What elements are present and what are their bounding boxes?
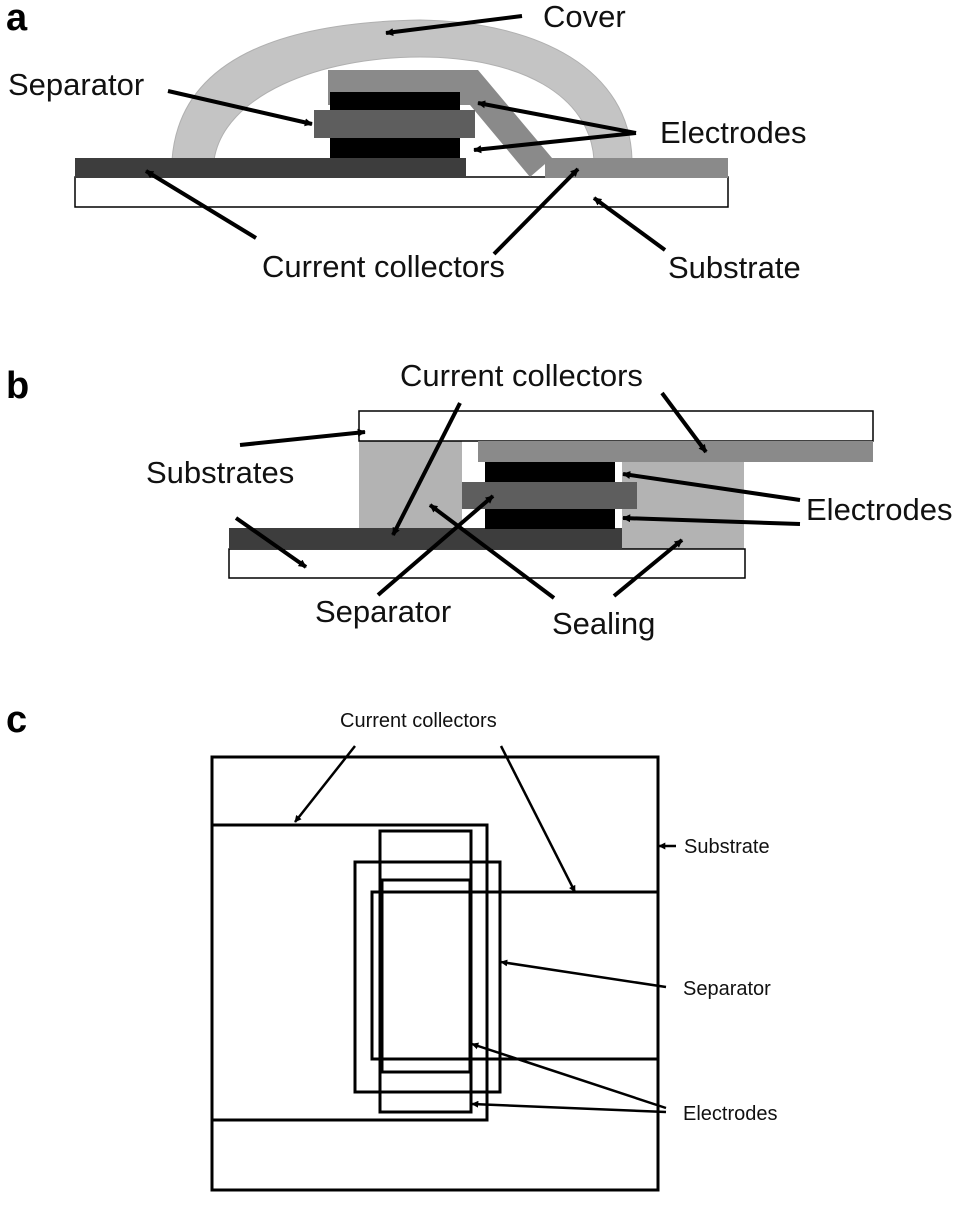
label-current-collectors-a: Current collectors [262,249,505,284]
panel-c-letter: c [6,699,27,741]
top-current-collector-b [478,441,873,462]
separator-a [314,110,475,138]
bottom-electrode-b [485,507,615,529]
panel-b-letter: b [6,365,29,407]
electrodes-arrow-b-1 [622,471,801,502]
current-collector-arrow-c-1 [294,745,356,823]
label-substrates-b: Substrates [146,455,294,490]
electrodes-arrow-b-2 [622,514,801,526]
current-collector-arrow-a-1 [144,169,258,240]
current-collector-arrow-c-2 [499,745,577,893]
substrate-arrow-a [592,196,667,252]
panel-c: c Current collectors Substrate Separator… [6,699,778,1192]
top-electrode-outline-c [378,829,473,1114]
cover-arrow [385,14,523,37]
label-electrodes-b: Electrodes [806,492,952,527]
label-substrate-a: Substrate [668,250,801,285]
panel-a: a Cover Separator Electrodes Current col… [6,0,806,285]
substrate-outline-c [210,755,660,1192]
label-electrodes-a: Electrodes [660,115,806,150]
sealing-arrow-b-1 [428,503,556,600]
left-current-collector-c [210,823,489,1122]
separator-outline-c [353,860,502,1094]
right-current-collector-c [370,890,660,1061]
current-collector-arrow-b-1 [391,402,462,536]
current-collector-arrow-a-2 [492,167,580,256]
sealing-arrow-b-2 [612,538,684,598]
panel-a-letter: a [6,0,28,39]
substrate-a [74,176,729,208]
substrate-arrow-b-2 [234,516,308,569]
electrodes-arrow-a-2 [473,131,637,154]
electrodes-arrow-c-2 [471,1100,667,1114]
label-separator-b: Separator [315,594,451,629]
label-cover: Cover [543,0,626,34]
current-collector-arrow-b-2 [660,391,708,454]
bottom-current-collector-b [229,528,622,549]
label-sealing-b: Sealing [552,606,655,641]
label-electrodes-c: Electrodes [683,1103,778,1125]
top-electrode-b [485,462,615,484]
bottom-substrate-b [228,548,746,579]
right-sealing-b [622,460,744,550]
label-separator-a: Separator [8,67,144,102]
separator-arrow-c [500,959,667,989]
electrodes-arrow-a-1 [477,100,637,135]
electrodes-arrow-c-1 [471,1042,667,1110]
bottom-electrode-a [330,137,460,158]
top-substrate-b [358,410,874,442]
label-current-collectors-c: Current collectors [340,710,497,732]
separator-b [462,482,637,509]
right-current-collector-a [545,158,728,178]
label-separator-c: Separator [683,978,771,1000]
top-electrode-a [330,92,460,113]
separator-arrow-b [376,494,495,597]
label-substrate-c: Substrate [684,836,770,858]
panel-b: b Current collectors Substrates Electrod… [6,358,952,641]
label-current-collectors-b: Current collectors [400,358,643,393]
separator-arrow-a [167,89,313,127]
bottom-electrode-outline-c [380,878,472,1074]
bottom-current-collector-a [75,158,466,178]
substrate-arrow-b-1 [239,428,366,447]
